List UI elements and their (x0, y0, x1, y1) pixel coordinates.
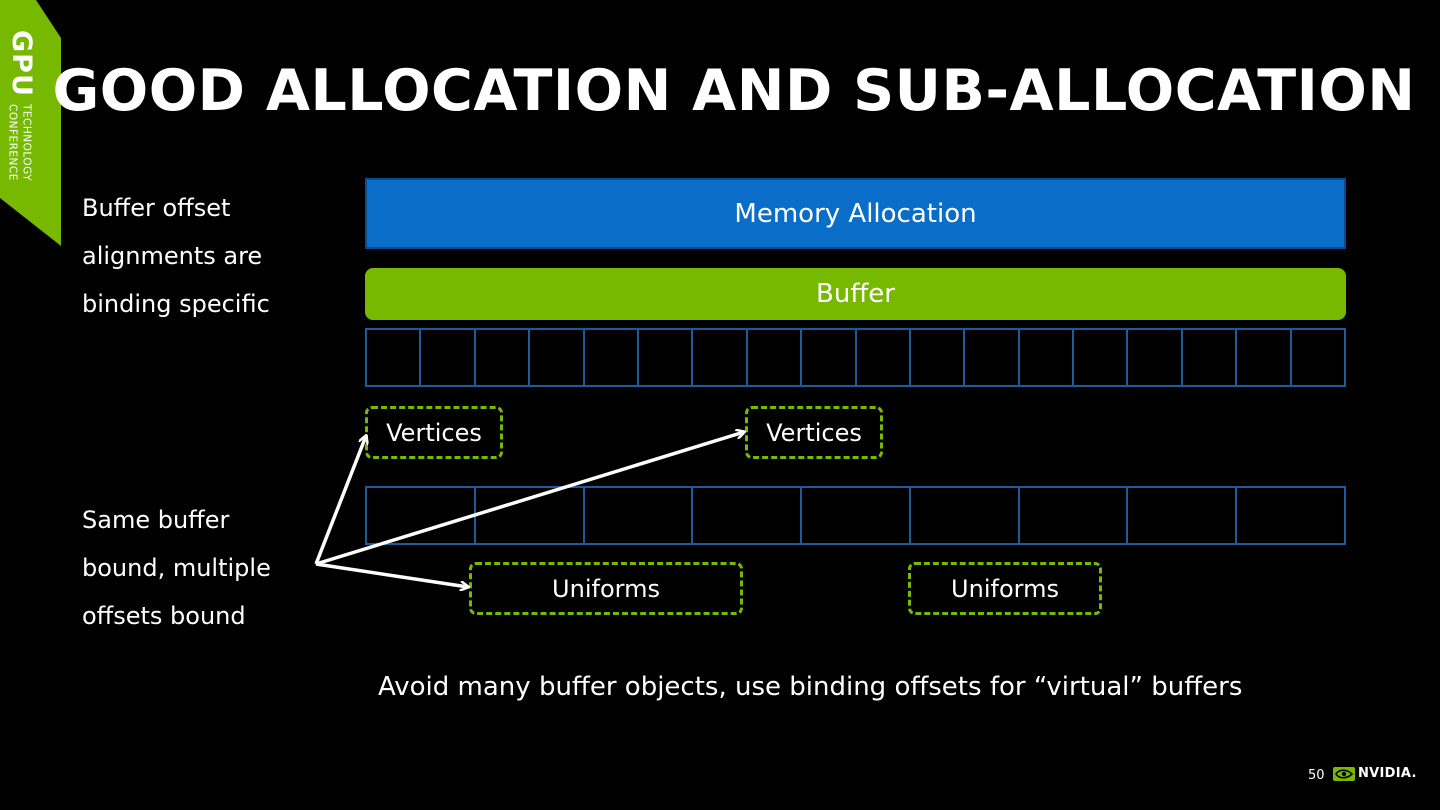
memory-cell (530, 330, 585, 385)
uniforms-label: Uniforms (552, 574, 660, 603)
memory-cell (1128, 488, 1238, 543)
buffer-label: Buffer (816, 279, 895, 309)
gtc-side-tab: GPU TECHNOLOGY CONFERENCE (0, 0, 61, 246)
nvidia-wordmark: NVIDIA. (1358, 766, 1417, 781)
vertices-label: Vertices (386, 418, 482, 447)
memory-cell (693, 488, 803, 543)
memory-cell (857, 330, 911, 385)
memory-cell (1128, 330, 1183, 385)
memory-cell (1237, 330, 1292, 385)
memory-allocation-label: Memory Allocation (734, 198, 977, 229)
alignment-note-line: binding specific (82, 290, 270, 318)
vertices-range-box: Vertices (745, 406, 883, 459)
alignment-note: Buffer offset alignments are binding spe… (82, 184, 342, 328)
memory-cell (911, 488, 1020, 543)
memory-cell (476, 488, 585, 543)
memory-cell (748, 330, 803, 385)
uniform-cells-row (365, 486, 1346, 545)
memory-cell (585, 330, 639, 385)
arrow-to-uniforms-1 (315, 562, 468, 587)
arrow-to-vertices-2 (315, 432, 744, 566)
binding-note-line: bound, multiple (82, 554, 271, 582)
gtc-tab-shape (0, 0, 61, 246)
memory-cell (1020, 330, 1075, 385)
memory-cell (585, 488, 694, 543)
page-number: 50 (1308, 768, 1325, 783)
arrow-to-vertices-1 (314, 436, 366, 565)
tagline: Avoid many buffer objects, use binding o… (378, 672, 1243, 702)
memory-cell (802, 488, 911, 543)
alignment-note-line: Buffer offset (82, 194, 231, 222)
alignment-note-line: alignments are (82, 242, 263, 270)
memory-cell (911, 330, 966, 385)
memory-cell (965, 330, 1020, 385)
memory-allocation-block: Memory Allocation (365, 178, 1346, 249)
slide-title: GOOD ALLOCATION AND SUB-ALLOCATION (52, 58, 1416, 124)
gtc-gpu-label: GPU (6, 30, 37, 97)
memory-cell (693, 330, 748, 385)
alignment-cells-row (365, 328, 1346, 387)
buffer-block: Buffer (365, 268, 1346, 320)
memory-cell (639, 330, 694, 385)
vertices-label: Vertices (766, 418, 862, 447)
memory-cell (1074, 330, 1129, 385)
memory-cell (421, 330, 476, 385)
memory-cell (476, 330, 531, 385)
memory-cell (1183, 330, 1238, 385)
vertices-range-box: Vertices (365, 406, 503, 459)
binding-note: Same buffer bound, multiple offsets boun… (82, 496, 342, 640)
nvidia-logo: NVIDIA. (1333, 766, 1417, 781)
memory-cell (1020, 488, 1129, 543)
gtc-conference-label: CONFERENCE (6, 104, 19, 181)
memory-cell (367, 330, 422, 385)
nvidia-eye-icon (1333, 766, 1355, 781)
gtc-technology-label: TECHNOLOGY (20, 104, 33, 182)
binding-note-line: offsets bound (82, 602, 246, 630)
memory-cell (802, 330, 857, 385)
uniforms-range-box: Uniforms (908, 562, 1102, 615)
binding-note-line: Same buffer (82, 506, 230, 534)
uniforms-label: Uniforms (951, 574, 1059, 603)
